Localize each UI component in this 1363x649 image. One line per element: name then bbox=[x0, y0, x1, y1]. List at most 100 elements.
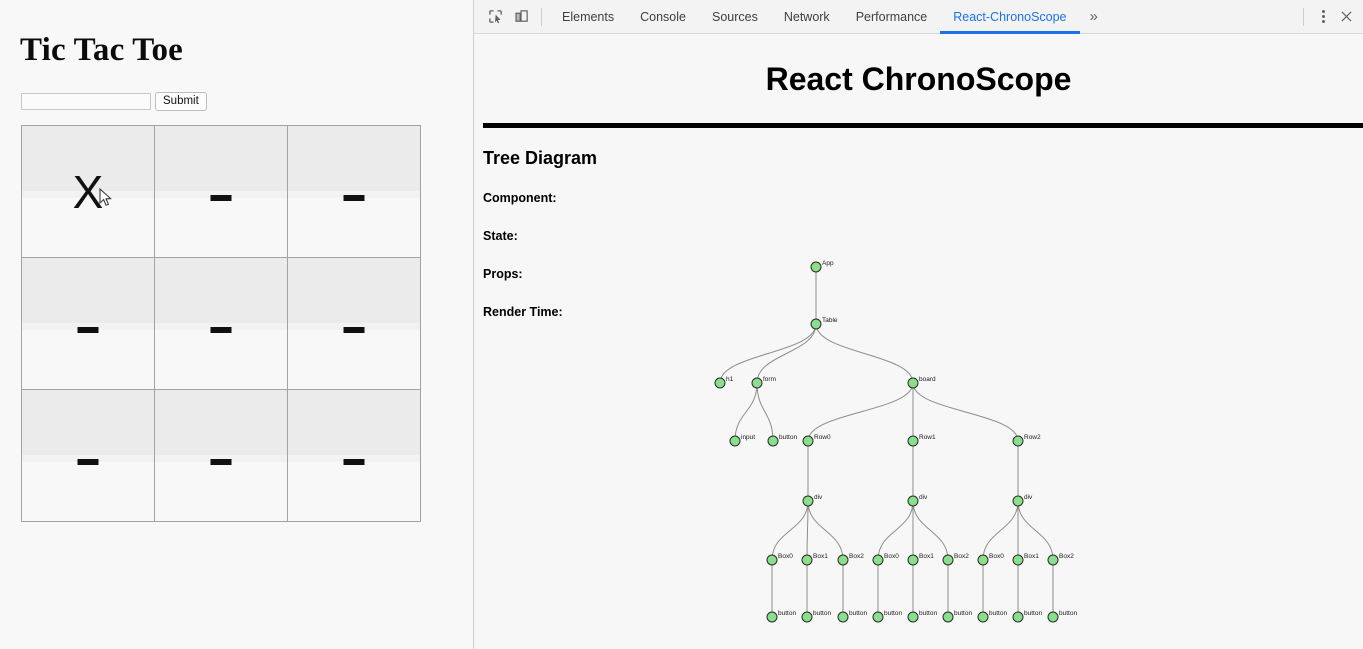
tree-link bbox=[912, 500, 949, 561]
tree-node-circle[interactable] bbox=[1012, 495, 1024, 507]
field-render-time: Render Time: bbox=[483, 305, 563, 319]
tree-node-circle[interactable] bbox=[837, 611, 849, 623]
tab-network[interactable]: Network bbox=[783, 9, 830, 24]
tree-node-input[interactable]: input bbox=[729, 434, 755, 447]
board-cell-0-0[interactable]: X bbox=[22, 126, 155, 258]
tree-node-circle[interactable] bbox=[810, 261, 822, 273]
tree-node-circle[interactable] bbox=[1047, 554, 1059, 566]
tree-node-circle[interactable] bbox=[907, 377, 919, 389]
tree-node-circle[interactable] bbox=[802, 495, 814, 507]
tree-node-box0[interactable]: Box0 bbox=[766, 553, 793, 566]
tree-node-label: Row0 bbox=[814, 434, 831, 441]
tree-node-circle[interactable] bbox=[1047, 611, 1059, 623]
tree-node-label: button bbox=[884, 610, 902, 617]
tree-node-circle[interactable] bbox=[1012, 611, 1024, 623]
tree-node-circle[interactable] bbox=[872, 554, 884, 566]
tree-node-button[interactable]: button bbox=[801, 610, 831, 623]
tree-node-label: button bbox=[779, 434, 797, 441]
tree-node-row1[interactable]: Row1 bbox=[907, 434, 936, 447]
close-icon[interactable] bbox=[1335, 4, 1357, 30]
tree-node-button[interactable]: button bbox=[837, 610, 867, 623]
chronoscope-panel: React ChronoScope Tree Diagram Component… bbox=[474, 34, 1363, 649]
tree-node-circle[interactable] bbox=[977, 554, 989, 566]
tree-node-circle[interactable] bbox=[942, 554, 954, 566]
three-dot-menu-icon[interactable] bbox=[1311, 4, 1335, 30]
tree-node-circle[interactable] bbox=[766, 611, 778, 623]
tree-node-box2[interactable]: Box2 bbox=[942, 553, 969, 566]
tree-node-circle[interactable] bbox=[1012, 554, 1024, 566]
board-cell-0-2[interactable] bbox=[288, 126, 421, 258]
tree-node-row0[interactable]: Row0 bbox=[802, 434, 831, 447]
tree-node-box1[interactable]: Box1 bbox=[907, 553, 934, 566]
tree-node-box2[interactable]: Box2 bbox=[1047, 553, 1074, 566]
tree-node-circle[interactable] bbox=[872, 611, 884, 623]
board-cell-1-1[interactable] bbox=[155, 258, 288, 390]
tree-node-box0[interactable]: Box0 bbox=[977, 553, 1004, 566]
tree-node-button[interactable]: button bbox=[766, 610, 796, 623]
tree-node-label: button bbox=[778, 610, 796, 617]
tree-node-div[interactable]: div bbox=[907, 494, 928, 507]
board-cell-1-0[interactable] bbox=[22, 258, 155, 390]
tab-elements[interactable]: Elements bbox=[562, 9, 615, 24]
tree-node-label: Box2 bbox=[849, 553, 864, 560]
device-toolbar-icon[interactable] bbox=[508, 4, 534, 30]
field-component: Component: bbox=[483, 191, 557, 205]
tree-node-circle[interactable] bbox=[802, 435, 814, 447]
tree-node-form[interactable]: form bbox=[751, 376, 776, 389]
tree-node-button[interactable]: button bbox=[907, 610, 937, 623]
tree-node-button[interactable]: button bbox=[1012, 610, 1042, 623]
tree-node-circle[interactable] bbox=[977, 611, 989, 623]
submit-button[interactable]: Submit bbox=[155, 92, 207, 111]
board-cell-2-0[interactable] bbox=[22, 390, 155, 522]
tree-node-circle[interactable] bbox=[907, 495, 919, 507]
tree-node-button[interactable]: button bbox=[1047, 610, 1077, 623]
tree-node-box1[interactable]: Box1 bbox=[801, 553, 828, 566]
board-cell-1-2[interactable] bbox=[288, 258, 421, 390]
tree-node-circle[interactable] bbox=[751, 377, 763, 389]
tree-node-circle[interactable] bbox=[801, 611, 813, 623]
more-tabs-icon[interactable]: » bbox=[1089, 7, 1098, 25]
board-cell-2-1[interactable] bbox=[155, 390, 288, 522]
tree-node-button[interactable]: button bbox=[767, 434, 797, 447]
tree-node-board[interactable]: board bbox=[907, 376, 936, 389]
tab-performance[interactable]: Performance bbox=[855, 9, 928, 24]
board-cell-0-1[interactable] bbox=[155, 126, 288, 258]
tree-node-label: Row1 bbox=[919, 434, 936, 441]
tree-node-circle[interactable] bbox=[766, 554, 778, 566]
tree-node-box2[interactable]: Box2 bbox=[837, 553, 864, 566]
tree-node-circle[interactable] bbox=[729, 435, 741, 447]
tree-node-row2[interactable]: Row2 bbox=[1012, 434, 1041, 447]
tree-node-circle[interactable] bbox=[810, 318, 822, 330]
tree-node-label: button bbox=[813, 610, 831, 617]
tree-node-circle[interactable] bbox=[837, 554, 849, 566]
board-cell-2-2[interactable] bbox=[288, 390, 421, 522]
tree-node-button[interactable]: button bbox=[942, 610, 972, 623]
tree-node-h1[interactable]: h1 bbox=[714, 376, 734, 389]
tic-tac-toe-board: X bbox=[21, 125, 421, 522]
tree-node-label: div bbox=[814, 494, 823, 501]
board-row bbox=[22, 258, 421, 390]
tree-node-box0[interactable]: Box0 bbox=[872, 553, 899, 566]
tree-node-circle[interactable] bbox=[1012, 435, 1024, 447]
tree-node-circle[interactable] bbox=[767, 435, 779, 447]
inspect-element-icon[interactable] bbox=[482, 4, 508, 30]
tab-sources[interactable]: Sources bbox=[711, 9, 758, 24]
tab-console[interactable]: Console bbox=[640, 9, 686, 24]
tree-link bbox=[982, 500, 1019, 561]
tree-node-circle[interactable] bbox=[907, 435, 919, 447]
guess-form: Submit bbox=[21, 92, 207, 111]
tree-node-circle[interactable] bbox=[907, 611, 919, 623]
tree-node-circle[interactable] bbox=[801, 554, 813, 566]
cell-dash-icon bbox=[77, 327, 99, 333]
tree-node-box1[interactable]: Box1 bbox=[1012, 553, 1039, 566]
tree-node-button[interactable]: button bbox=[872, 610, 902, 623]
tab-react-chronoscope[interactable]: React-ChronoScope bbox=[940, 0, 1080, 34]
tree-node-div[interactable]: div bbox=[1012, 494, 1033, 507]
text-input[interactable] bbox=[21, 93, 151, 110]
tree-node-circle[interactable] bbox=[942, 611, 954, 623]
tree-node-circle[interactable] bbox=[907, 554, 919, 566]
tree-node-button[interactable]: button bbox=[977, 610, 1007, 623]
tree-link bbox=[807, 382, 914, 442]
tree-node-circle[interactable] bbox=[714, 377, 726, 389]
tree-node-div[interactable]: div bbox=[802, 494, 823, 507]
